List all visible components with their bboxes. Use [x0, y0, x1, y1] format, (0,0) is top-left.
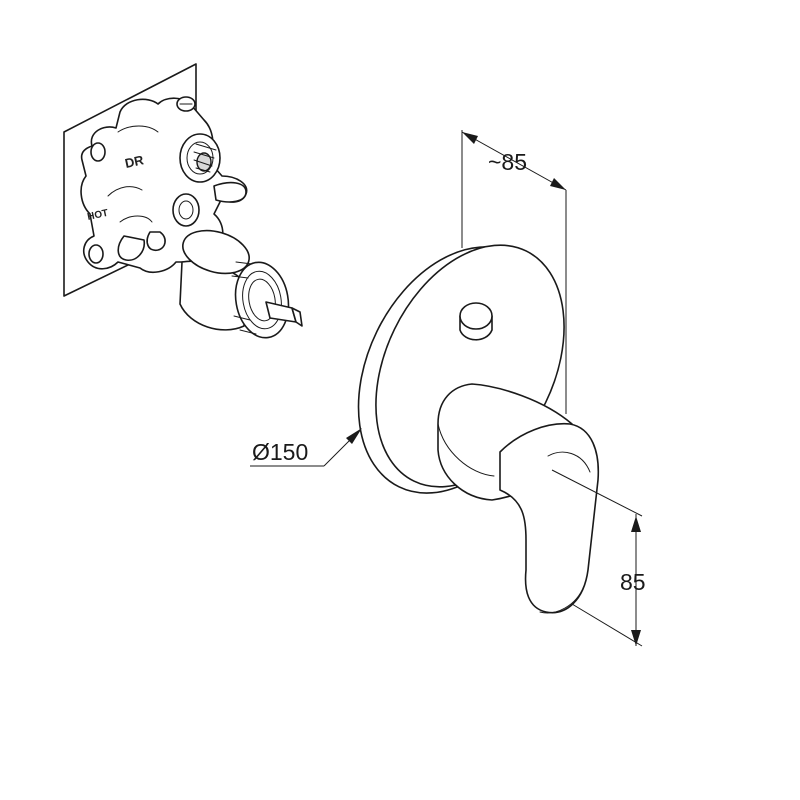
diverter-button — [459, 302, 493, 341]
diameter-label: Ø150 — [252, 439, 308, 465]
diameter-callout: Ø150 — [250, 428, 362, 467]
handle-length-label: 85 — [620, 569, 646, 595]
stamp-hot: HOT — [86, 208, 109, 223]
plate-hole-bottom — [88, 244, 104, 264]
trim-set — [357, 244, 600, 614]
handle-length-dimension: 85 — [551, 469, 646, 647]
side-lug — [146, 231, 166, 252]
central-bore — [172, 193, 200, 227]
lever-handle — [499, 422, 600, 614]
mixer-cartridge — [179, 229, 303, 339]
depth-dimension: ~85 — [461, 130, 567, 414]
stamp-dr: DR — [124, 152, 146, 171]
side-outlet-right — [213, 181, 247, 203]
depth-dimension-label: ~85 — [488, 149, 527, 175]
side-outlet-left — [117, 235, 146, 262]
plate-hole-top — [90, 142, 106, 162]
concealed-mixer-body: DR HOT — [63, 63, 303, 339]
